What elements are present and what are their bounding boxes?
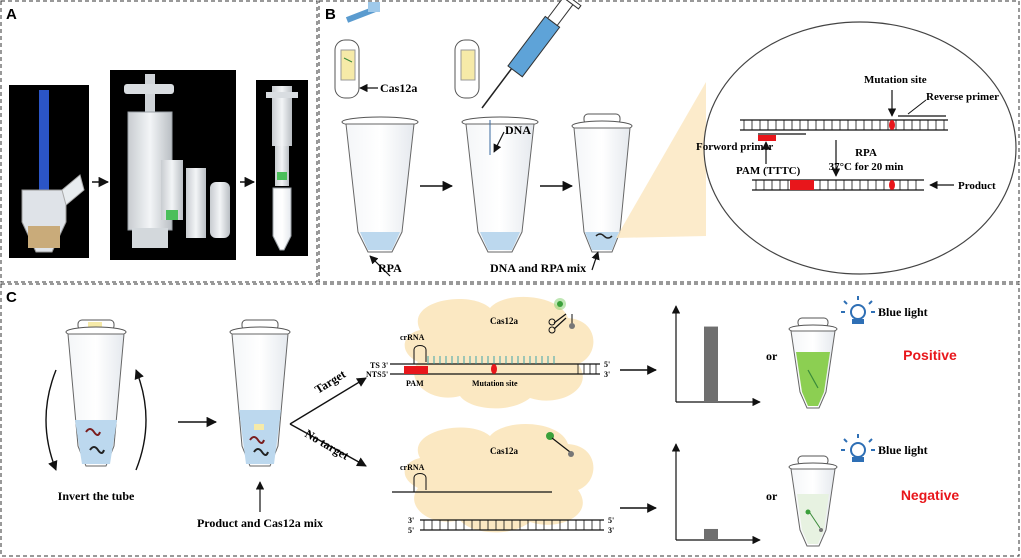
label-no-target: No target	[303, 426, 352, 462]
label-blue-light-bottom: Blue light	[878, 443, 928, 457]
label-5prime-nt-right: 5'	[608, 516, 614, 525]
plot-negative-axes	[671, 443, 761, 545]
photo-swab-tube	[9, 85, 89, 258]
panel-c-frame	[0, 283, 1020, 557]
label-dna: DNA	[505, 123, 531, 137]
label-3prime-nt-left: 3'	[408, 516, 414, 525]
photo-syringe-parts	[110, 70, 236, 260]
arrow-invert-left	[45, 369, 58, 471]
photo-assembled-device	[256, 80, 308, 256]
blue-light-top-icon	[841, 296, 875, 324]
forward-primer-bar	[758, 135, 776, 141]
panel-c-letter: C	[6, 289, 17, 306]
arrow-rpa	[369, 255, 391, 277]
cas12a-cloud-no-target	[404, 424, 594, 533]
label-blue-light-top: Blue light	[878, 305, 928, 319]
signal-bar-negative	[704, 528, 718, 540]
label-or-top: or	[766, 349, 778, 363]
label-5prime-nt-left: 5'	[408, 526, 414, 535]
panel-a-letter: A	[6, 6, 17, 23]
tube-product-cas12a	[229, 319, 291, 467]
label-forward-primer: Forword primer	[696, 141, 773, 153]
label-or-bottom: or	[766, 489, 778, 503]
label-ts: TS	[370, 361, 380, 370]
zoom-ellipse	[703, 21, 1017, 275]
tube-rpa	[334, 2, 419, 253]
signal-bar-positive	[704, 326, 718, 402]
tube-positive-green	[788, 317, 838, 409]
label-product: Product	[958, 180, 996, 192]
label-cas12a-no-target: Cas12a	[490, 446, 519, 456]
zoom-wedge	[616, 82, 706, 238]
label-rpa-condition: 37°C for 20 min	[829, 161, 904, 173]
label-3prime-nt-right: 3'	[608, 526, 614, 535]
label-crrna-target: crRNA	[400, 333, 425, 342]
label-cas12a-target: Cas12a	[490, 316, 519, 326]
panel-a-frame	[0, 0, 318, 283]
dsdna-target	[390, 356, 600, 375]
arrow-no-target	[289, 423, 367, 467]
arrow-mix	[591, 251, 600, 271]
label-negative: Negative	[901, 487, 960, 503]
dsdna-no-target	[420, 519, 604, 531]
tube-mix	[571, 113, 633, 253]
cas12a-cloud-target	[404, 296, 594, 409]
dna-strand-product	[752, 179, 924, 191]
label-dna-rpa-mix: DNA and RPA mix	[490, 261, 586, 275]
label-pam: PAM (TTTC)	[736, 165, 801, 177]
syringe-icon	[481, 0, 582, 109]
tube-invert	[65, 319, 127, 467]
label-3prime-right-bottom: 3'	[604, 370, 610, 379]
dna-strand-template	[740, 119, 948, 131]
label-reverse-primer: Reverse primer	[926, 91, 999, 103]
tube-negative	[788, 455, 838, 547]
reporter-cleaved-icon	[554, 298, 575, 329]
label-mutation-site-target: Mutation site	[472, 379, 518, 388]
scissors-icon	[548, 313, 567, 334]
panel-b-letter: B	[325, 6, 336, 23]
arrow-target	[289, 377, 367, 425]
label-cas12a: Cas12a	[380, 81, 417, 95]
arrow-invert-right	[134, 369, 147, 471]
reporter-intact-icon	[546, 432, 574, 457]
label-invert-tube: Invert the tube	[58, 489, 135, 503]
label-3prime-ts: 3'	[382, 361, 388, 370]
label-rpa-step: RPA	[855, 147, 877, 159]
arrow-dna	[493, 131, 505, 153]
label-crrna-no-target: crRNA	[400, 463, 425, 472]
label-positive: Positive	[903, 347, 957, 363]
arrow-reverse-primer	[907, 99, 927, 115]
panel-b-frame	[318, 0, 1020, 283]
label-nts: NTS	[366, 370, 382, 379]
label-5prime-right-top: 5'	[604, 360, 610, 369]
crrna-hairpin-no-target	[413, 473, 427, 492]
label-product-cas12a-mix: Product and Cas12a mix	[197, 516, 323, 530]
label-pam-target: PAM	[406, 379, 424, 388]
tube-dna	[454, 39, 539, 253]
label-mutation-site: Mutation site	[864, 74, 927, 86]
label-5prime-nts: 5'	[382, 370, 388, 379]
crrna-hairpin-target	[413, 345, 427, 364]
blue-light-bottom-icon	[841, 434, 875, 462]
label-rpa: RPA	[378, 261, 402, 275]
